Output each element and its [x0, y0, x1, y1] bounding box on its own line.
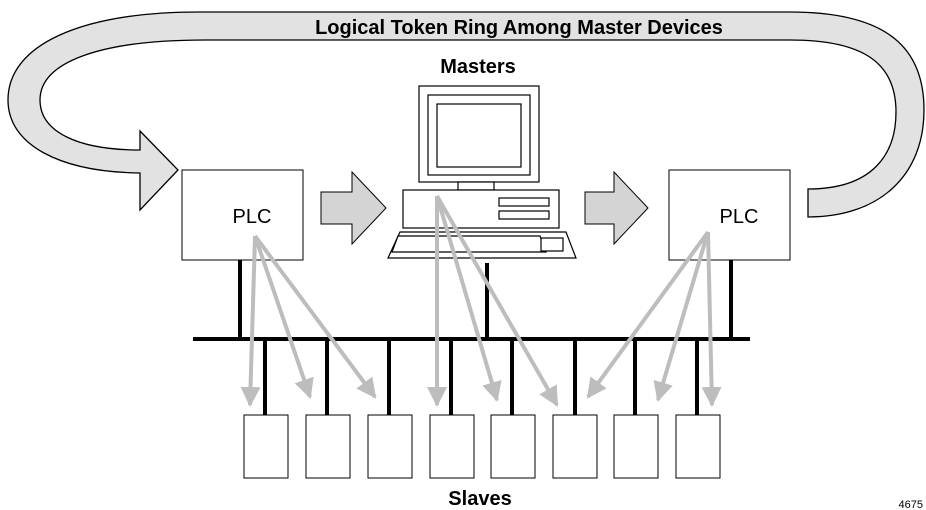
masters-label: Masters — [440, 56, 516, 78]
plc-right: PLC — [668, 169, 791, 261]
plc-left-label: PLC — [233, 206, 272, 228]
master-slave-links — [240, 195, 722, 407]
slave-4 — [429, 414, 475, 479]
computer-master-icon — [387, 85, 577, 259]
token-ring-band — [7, 11, 925, 218]
token-pass-arrow-right — [584, 170, 649, 246]
slave-7 — [613, 414, 659, 479]
token-pass-arrow-left — [320, 170, 387, 246]
plc-left: PLC — [181, 169, 304, 261]
slave-8 — [675, 414, 721, 479]
slave-1 — [243, 414, 289, 479]
ring-title: Logical Token Ring Among Master Devices — [315, 17, 723, 39]
figure-number: 4675 — [899, 499, 923, 510]
slave-devices — [243, 414, 721, 479]
slave-2 — [305, 414, 351, 479]
slaves-label: Slaves — [448, 488, 511, 510]
plc-right-label: PLC — [720, 206, 759, 228]
slave-3 — [367, 414, 413, 479]
slave-6 — [552, 414, 598, 479]
slave-5 — [490, 414, 536, 479]
network-bus — [193, 260, 750, 415]
